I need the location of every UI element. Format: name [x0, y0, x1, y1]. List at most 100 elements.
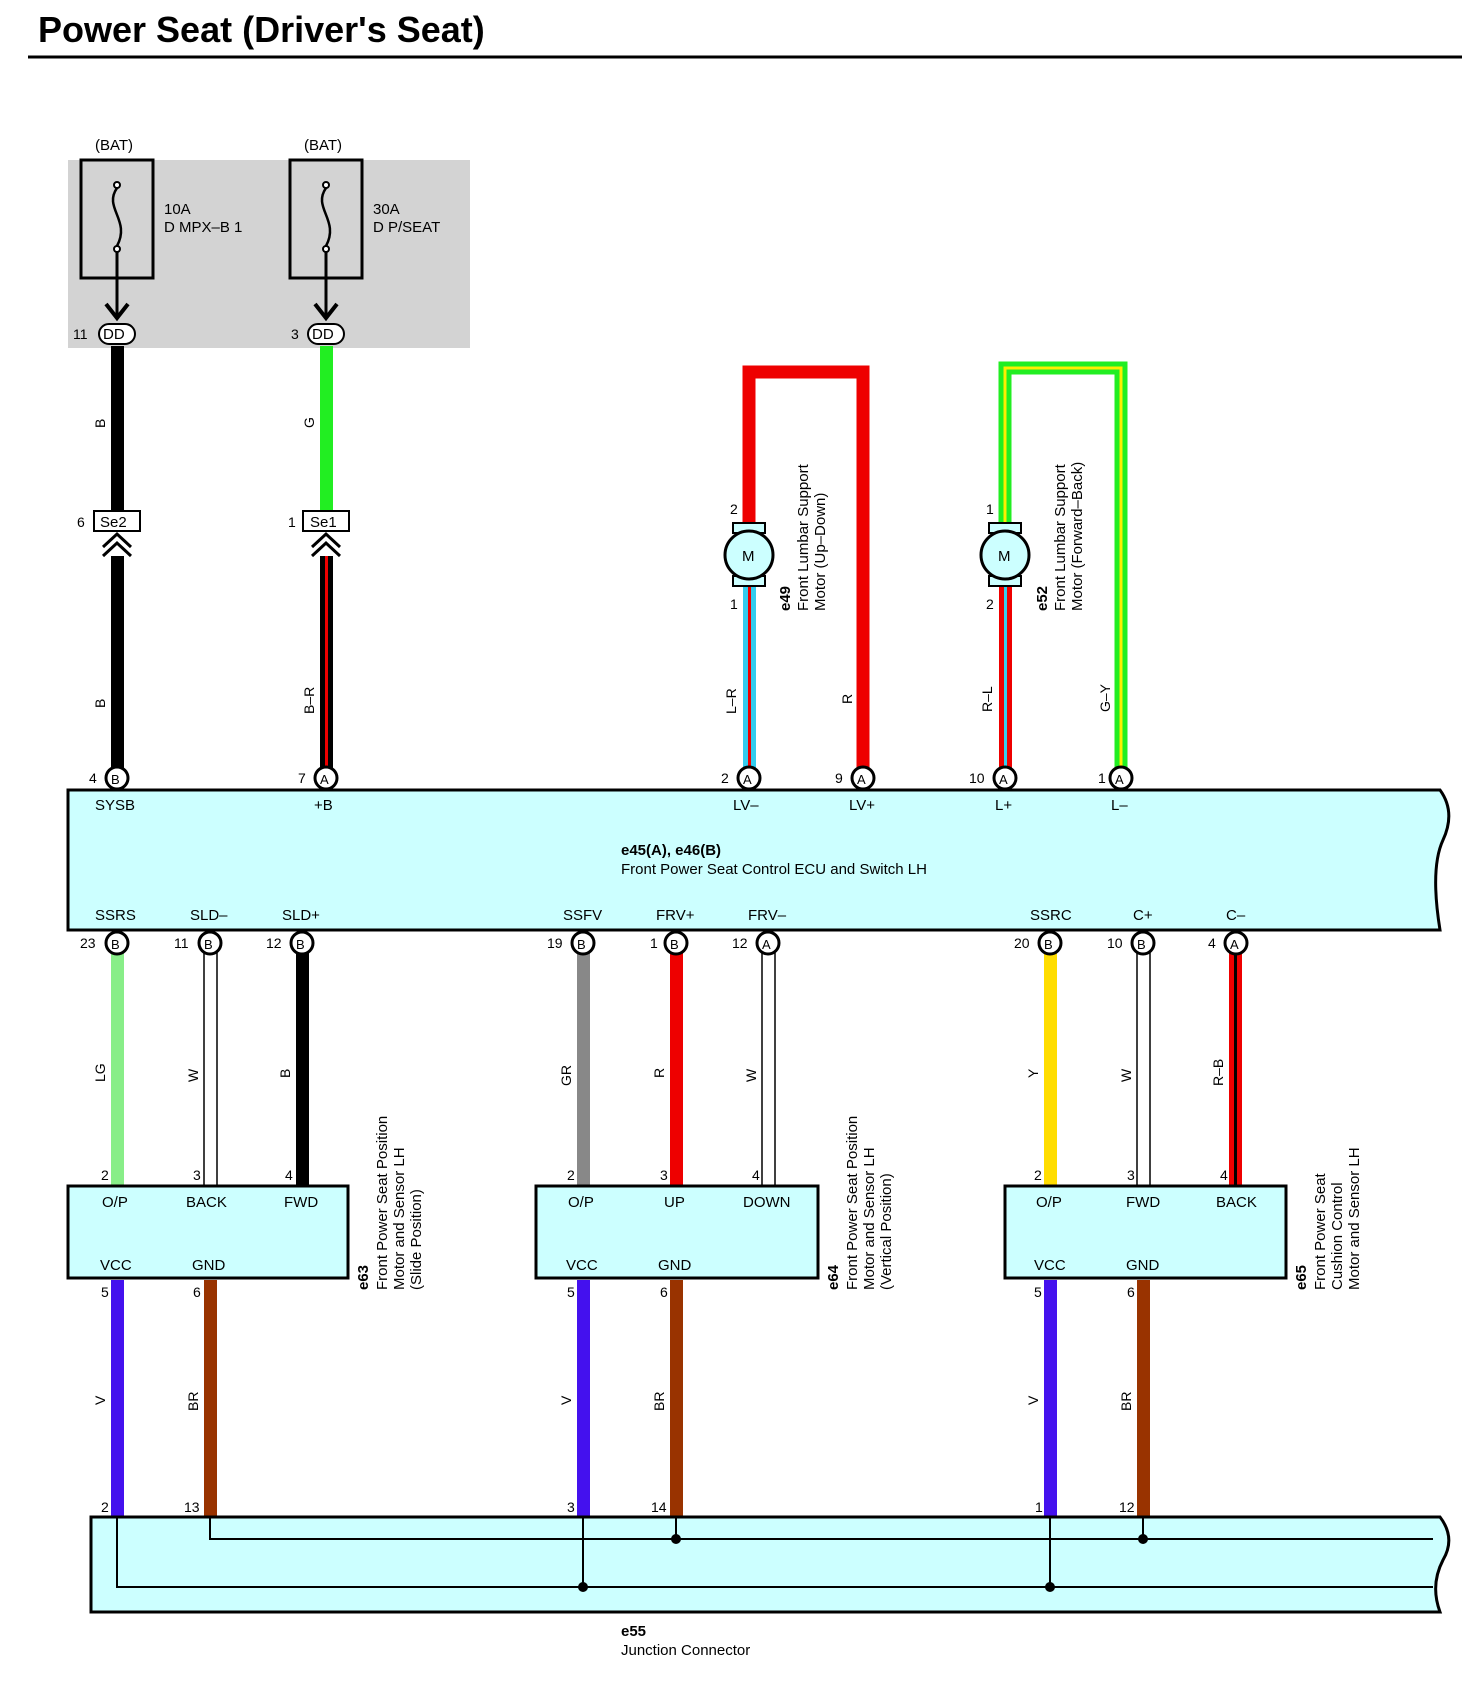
pin-name: L+	[995, 797, 1012, 814]
pin-number: 3	[660, 1167, 668, 1183]
wire-w	[761, 951, 776, 1187]
connector-letter: B	[111, 937, 120, 952]
ecu-pin-c-plus: C+ B 10	[1107, 907, 1156, 956]
fuse-terminal	[113, 181, 121, 189]
lower-wires: 5 V 6 BR 5 V 6 BR 5 V 6 BR	[92, 1280, 1150, 1517]
pin-circle	[197, 930, 223, 956]
wire-lg	[111, 952, 124, 1186]
wire-stripe	[1004, 587, 1007, 768]
motor-e52: M 1 2 e52 Front Lumbar Support Motor (Fo…	[979, 462, 1086, 612]
pin-name: C+	[1133, 907, 1153, 924]
chevron-up-icon	[101, 531, 133, 558]
connector-dd	[98, 323, 136, 345]
component-label: Front Lumbar Support	[795, 463, 812, 611]
ecu-pin-l-minus: A 1 L–	[1098, 765, 1134, 814]
component-id: e52	[1034, 586, 1051, 611]
pin-circle	[1130, 930, 1156, 956]
arrow-down-icon	[313, 302, 339, 322]
wire-code-label: V	[92, 1395, 108, 1405]
sensor-e63: 2 3 4 O/P BACK FWD VCC GND e63 Front Pow…	[66, 1116, 425, 1290]
ecu-pin-plus-b: A 7 +B	[298, 765, 339, 814]
connector-letter: A	[743, 772, 752, 787]
wire-w	[1136, 951, 1151, 1187]
sensor-body	[66, 1184, 350, 1280]
wire-code-label: W	[1118, 1068, 1134, 1082]
pin-name: GND	[192, 1257, 226, 1274]
pin-name: SSFV	[563, 907, 602, 924]
ecu-pin-ssrc: SSRC B 20	[1014, 907, 1072, 956]
chevron-up-icon	[310, 531, 342, 558]
component-label: (Vertical Position)	[878, 1173, 895, 1290]
sensor-body	[534, 1184, 820, 1280]
pin-number: 12	[266, 935, 282, 951]
junction-body	[89, 1515, 1451, 1614]
motor-symbol: M	[998, 548, 1011, 565]
ecu-pin-frv-plus: FRV+ B 1	[650, 907, 695, 956]
pin-number: 10	[969, 770, 985, 786]
wire-code-label: GR	[558, 1065, 574, 1086]
component-label: (Slide Position)	[408, 1189, 425, 1290]
wire-br	[670, 1280, 683, 1517]
connector-letter: A	[999, 772, 1008, 787]
wire-code-label: B	[92, 699, 108, 708]
component-label: Motor (Forward–Back)	[1069, 462, 1086, 611]
fuse-d-p-seat: (BAT) 30A D P/SEAT DD 3	[288, 137, 440, 345]
wire-code-label: Y	[1025, 1068, 1041, 1078]
wire-stripe	[748, 587, 751, 768]
wire-v	[111, 1280, 124, 1517]
connector-letter: B	[204, 937, 213, 952]
pin-number: 4	[1220, 1167, 1228, 1183]
pin-number: 6	[660, 1284, 668, 1300]
pin-number: 12	[1119, 1499, 1135, 1515]
pin-number: 2	[101, 1499, 109, 1515]
wire-b	[296, 952, 309, 1186]
component-label: Motor and Sensor LH	[861, 1147, 878, 1290]
pin-name: DOWN	[743, 1194, 791, 1211]
pin-number: 13	[184, 1499, 200, 1515]
wire-code-label: BR	[1118, 1392, 1134, 1411]
pin-number: 5	[567, 1284, 575, 1300]
inline-connector-se2: Se2 6	[77, 510, 141, 558]
ecu-pin-l-plus: A 10 L+	[969, 765, 1018, 814]
pin-number: 12	[732, 935, 748, 951]
ecu-pin-ssrs: SSRS B 23	[80, 907, 136, 956]
wire-code-label: G–Y	[1097, 683, 1113, 712]
pin-circle	[1108, 765, 1134, 791]
pin-number: 6	[77, 514, 85, 530]
pin-name: SYSB	[95, 797, 135, 814]
junction-connector-e55: 2 13 3 14 1 12 e55 Junction Connector	[89, 1499, 1451, 1659]
pin-circle	[755, 930, 781, 956]
connector-body	[93, 510, 141, 532]
wire-v	[577, 1280, 590, 1517]
wire-code-label: LG	[92, 1063, 108, 1082]
pin-circle	[850, 765, 876, 791]
pin-number: 10	[1107, 935, 1123, 951]
component-label: Junction Connector	[621, 1642, 750, 1659]
pin-name: FWD	[284, 1194, 318, 1211]
pin-number: 2	[730, 501, 738, 517]
inline-connector-se1: Se1 1	[288, 510, 350, 558]
pin-name: LV+	[849, 797, 875, 814]
pin-number: 3	[291, 326, 299, 342]
pin-number: 2	[721, 770, 729, 786]
pin-name: FRV–	[748, 907, 787, 924]
pin-name: O/P	[568, 1194, 594, 1211]
pin-circle	[663, 930, 689, 956]
connector-dd	[307, 323, 345, 345]
wire-br	[1137, 1280, 1150, 1517]
motor-symbol: M	[742, 548, 755, 565]
pin-name: SSRS	[95, 907, 136, 924]
connector-body	[302, 510, 350, 532]
pin-name: UP	[664, 1194, 685, 1211]
pin-name: SSRC	[1030, 907, 1072, 924]
pin-name: GND	[658, 1257, 692, 1274]
fuse-terminal	[322, 181, 330, 189]
pin-name: FWD	[1126, 1194, 1160, 1211]
pin-name: GND	[1126, 1257, 1160, 1274]
pin-number: 19	[547, 935, 563, 951]
fuse-box-area	[68, 160, 470, 348]
connector-letter: B	[1044, 937, 1053, 952]
pin-circle	[104, 765, 130, 791]
pin-number: 5	[1034, 1284, 1042, 1300]
